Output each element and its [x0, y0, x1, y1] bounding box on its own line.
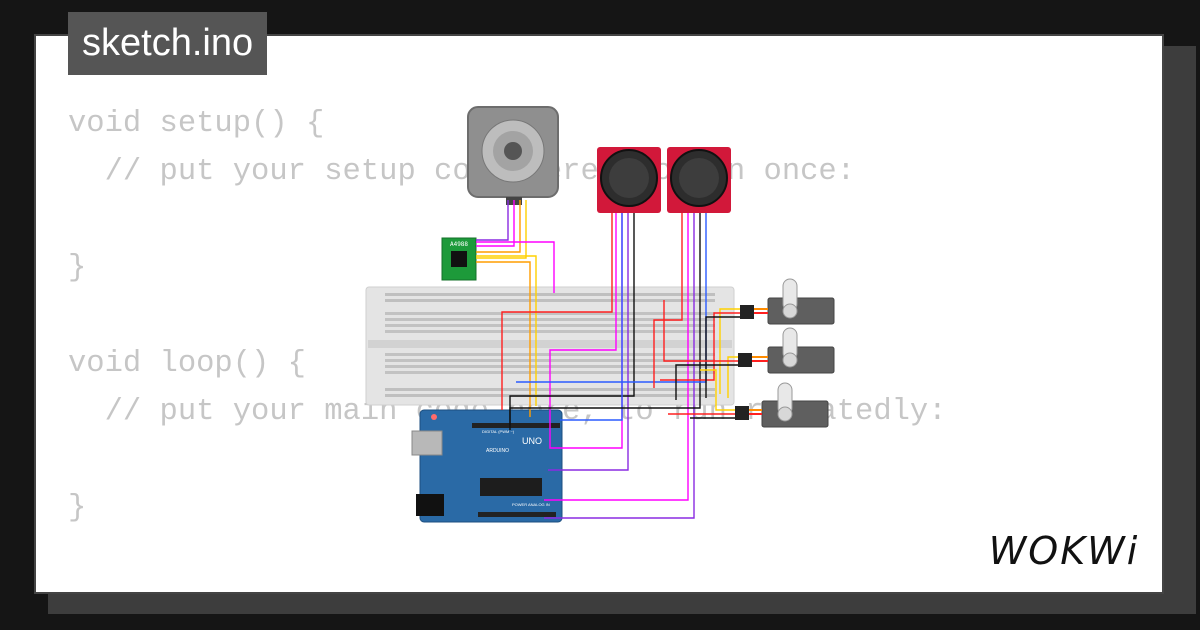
arduino-model-text: UNO	[522, 436, 542, 446]
code-line: void setup() {	[68, 107, 325, 141]
joystick-2[interactable]	[667, 147, 731, 213]
breadboard[interactable]	[365, 286, 735, 406]
file-tab[interactable]: sketch.ino	[68, 12, 268, 75]
wokwi-logo[interactable]: WOKWi	[978, 527, 1150, 575]
servo-2[interactable]	[738, 327, 835, 374]
arduino-analog-text: ANALOG IN	[528, 502, 550, 507]
stepper-motor[interactable]	[467, 106, 559, 205]
arduino-digital-text: DIGITAL (PWM ~)	[482, 429, 515, 434]
servo-3[interactable]	[735, 382, 829, 428]
code-line: }	[68, 491, 87, 525]
servo-1[interactable]	[740, 278, 835, 325]
driver-label: A4988	[450, 241, 468, 248]
wokwi-logo-text: WOKWi	[988, 529, 1140, 573]
file-tab-label: sketch.ino	[82, 22, 254, 64]
joystick-1[interactable]	[597, 147, 661, 213]
code-line: void loop() {	[68, 347, 306, 381]
arduino-power-text: POWER	[512, 502, 527, 507]
wires	[476, 200, 768, 519]
arduino-uno[interactable]: UNO ARDUINO DIGITAL (PWM ~) POWER ANALOG…	[411, 409, 563, 523]
code-line: }	[68, 251, 87, 285]
stepper-driver[interactable]: A4988	[441, 237, 477, 281]
arduino-brand-text: ARDUINO	[486, 448, 509, 454]
